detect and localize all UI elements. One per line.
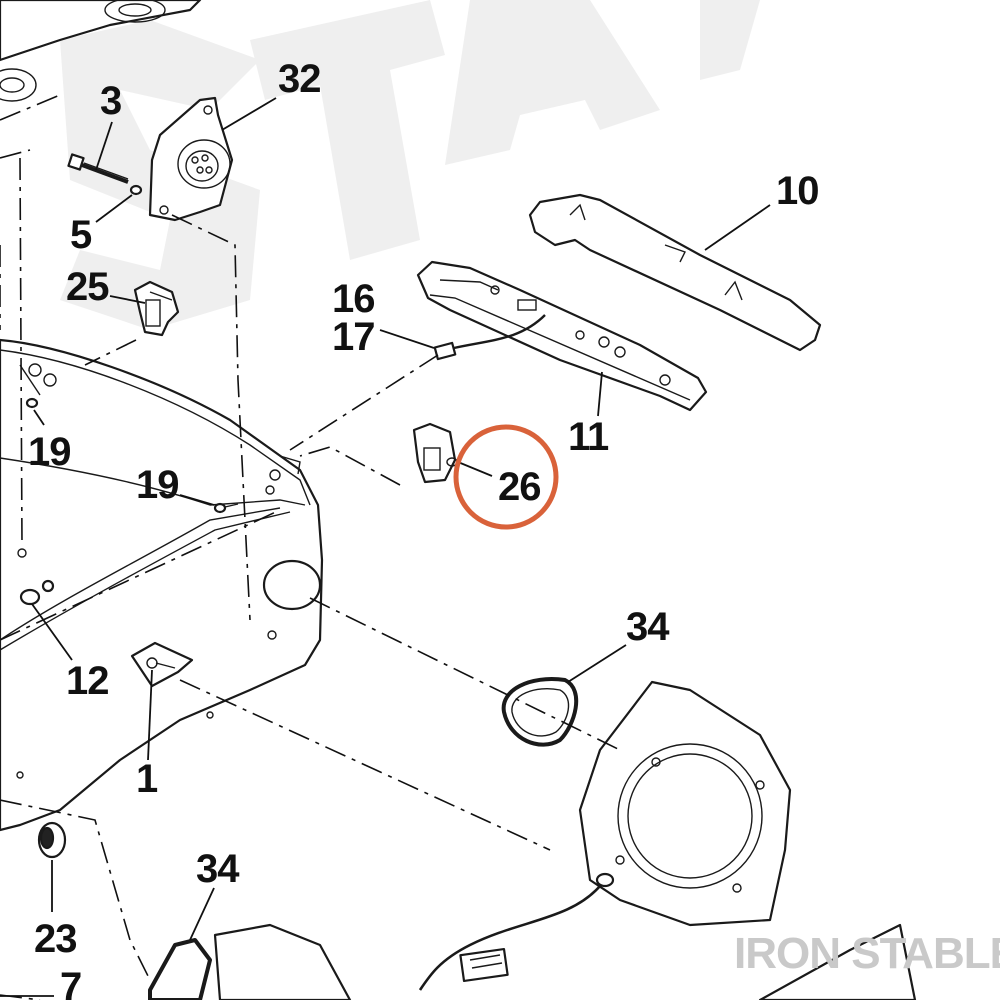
grommet-part bbox=[19, 579, 55, 606]
washer-part bbox=[129, 184, 143, 196]
lower-mount-part bbox=[148, 923, 917, 1000]
leader-lines bbox=[0, 97, 771, 997]
latch-part bbox=[412, 422, 458, 484]
speaker-pod-part bbox=[578, 680, 792, 927]
upper-cover-panel bbox=[0, 0, 202, 121]
callout-19-center: 19 bbox=[136, 463, 179, 507]
rail-trim-part bbox=[416, 260, 708, 412]
callout-17: 17 bbox=[332, 315, 375, 359]
screw-part bbox=[25, 397, 239, 514]
latch-bracket-part bbox=[133, 280, 180, 337]
callout-5: 5 bbox=[70, 213, 92, 257]
callout-23: 23 bbox=[34, 917, 77, 961]
connector-housing-part bbox=[148, 96, 234, 222]
trim-cover-part bbox=[528, 193, 822, 352]
background-watermark bbox=[60, 0, 760, 330]
callout-16: 16 bbox=[332, 277, 375, 321]
callout-1: 1 bbox=[136, 757, 158, 801]
callout-25: 25 bbox=[66, 265, 109, 309]
callout-19-left: 19 bbox=[28, 430, 71, 474]
callout-32: 32 bbox=[278, 57, 321, 101]
mount-plate-part bbox=[130, 641, 194, 688]
highlight-ring bbox=[453, 424, 559, 530]
rubber-grommet-part bbox=[37, 821, 67, 859]
callout-26: 26 bbox=[498, 465, 541, 509]
callout-34-lower: 34 bbox=[196, 847, 240, 891]
speaker-wire-part bbox=[418, 885, 601, 991]
callout-34-gasket: 34 bbox=[626, 605, 670, 649]
callout-10: 10 bbox=[776, 169, 819, 213]
callout-labels: 32 3 5 25 10 16 17 11 19 19 26 12 34 1 3… bbox=[28, 57, 820, 1000]
callout-12: 12 bbox=[66, 659, 109, 703]
brand-watermark: IRON STABLE bbox=[734, 929, 1000, 978]
callout-3: 3 bbox=[100, 79, 121, 123]
assembly-lines bbox=[0, 149, 621, 1000]
bolt-part bbox=[67, 153, 129, 184]
gasket-part bbox=[501, 677, 579, 747]
callout-7: 7 bbox=[60, 965, 81, 1000]
callout-11: 11 bbox=[568, 415, 609, 459]
wire-harness-part bbox=[433, 314, 546, 361]
